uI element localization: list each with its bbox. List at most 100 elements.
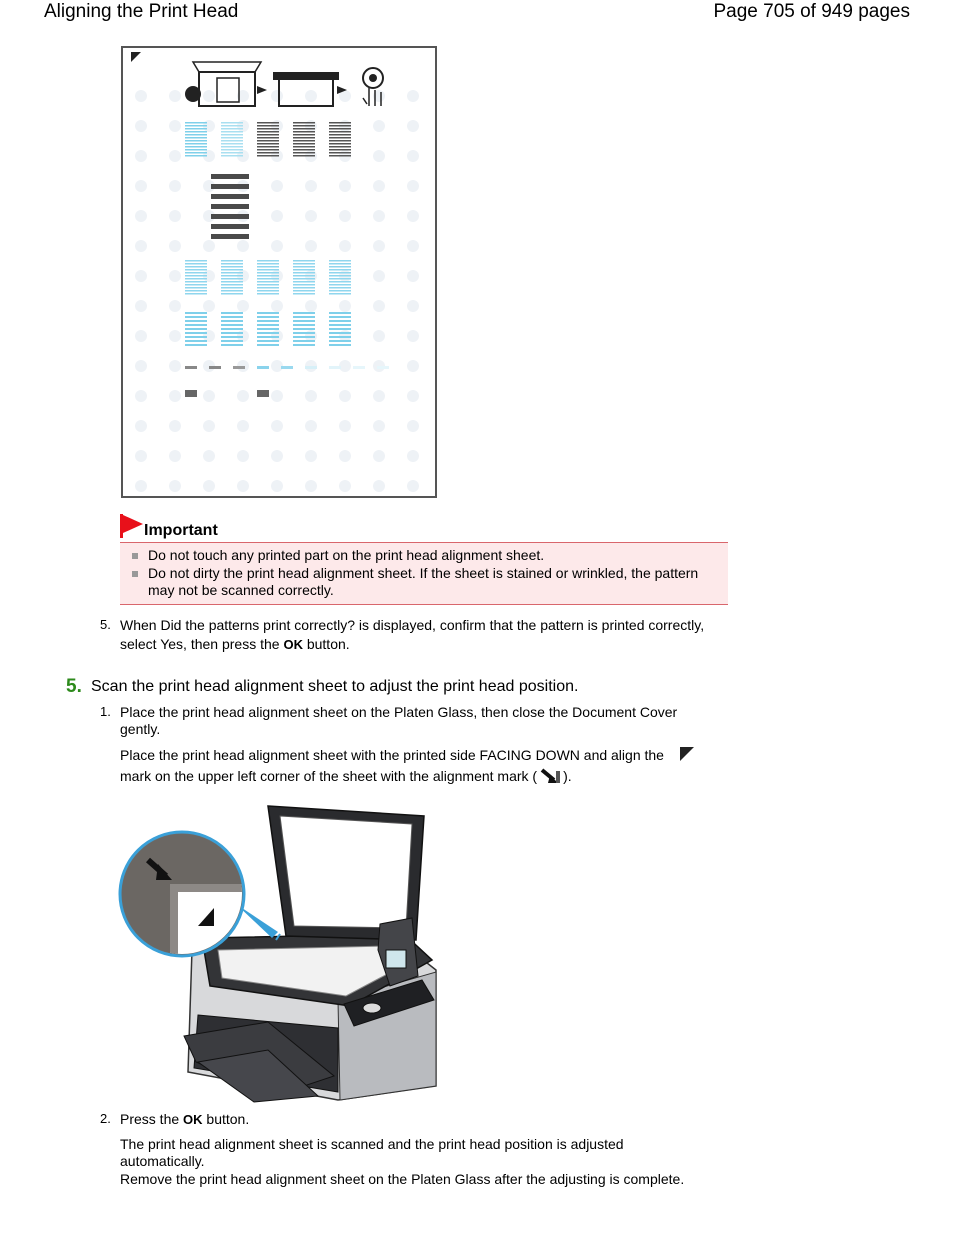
pattern-block [293,287,315,289]
pattern-block [185,131,207,133]
pattern-block [257,272,279,274]
faint-dot [373,300,385,312]
pattern-block [221,312,243,314]
pattern-block [329,312,351,314]
pattern-block [185,128,207,130]
pattern-block [353,366,365,369]
faint-dot [407,270,419,282]
faint-dot [271,450,283,462]
faint-dot [271,300,283,312]
faint-dot [407,330,419,342]
pattern-block [185,332,207,334]
paragraph: Place the print head alignment sheet wit… [120,747,664,763]
pattern-block [329,266,351,268]
pattern-block [185,344,207,346]
pattern-block [293,281,315,283]
pattern-block [185,122,207,124]
faint-dot [135,120,147,132]
faint-dot [339,240,351,252]
paragraph: automatically. [120,1153,205,1169]
paragraph: mark on the upper left corner of the she… [120,767,572,785]
faint-dot [305,480,317,492]
pattern-block [257,149,279,151]
pattern-block [185,140,207,142]
faint-dot [373,210,385,222]
pattern-block [293,137,315,139]
pattern-block [185,287,207,289]
pattern-block [329,340,351,342]
faint-dot [271,480,283,492]
pattern-block [293,293,315,295]
faint-dot [203,420,215,432]
faint-dot [169,360,181,372]
faint-dot [407,420,419,432]
pattern-block [293,134,315,136]
pattern-block [221,155,243,157]
faint-dot [339,300,351,312]
pattern-block [211,204,249,209]
pattern-block [293,312,315,314]
faint-dot [135,450,147,462]
important-item: Do not touch any printed part on the pri… [148,547,545,563]
pattern-block [221,131,243,133]
pattern-block [293,143,315,145]
pattern-block [185,269,207,271]
pattern-block [329,155,351,157]
pattern-block [185,278,207,280]
faint-dot [339,180,351,192]
pattern-block [293,269,315,271]
faint-dot [271,360,283,372]
pattern-block [329,122,351,124]
faint-dot [407,240,419,252]
faint-dot [169,450,181,462]
pattern-block [293,266,315,268]
pattern-block [329,324,351,326]
pattern-block [293,152,315,154]
faint-dot [135,90,147,102]
list-item-text: select Yes, then press the OK button. [120,636,350,652]
pattern-block [257,269,279,271]
faint-dot [339,210,351,222]
pattern-block [257,366,269,369]
pattern-block [293,260,315,262]
faint-dot [135,240,147,252]
faint-dot [169,180,181,192]
faint-dot [203,450,215,462]
faint-dot [373,180,385,192]
pattern-block [257,140,279,142]
pattern-block [329,366,341,369]
pattern-block [211,184,249,189]
pattern-block [221,281,243,283]
pattern-block [221,320,243,322]
faint-dot [203,300,215,312]
faint-dot [373,420,385,432]
pattern-block [329,278,351,280]
pattern-block [257,122,279,124]
faint-dot [237,300,249,312]
step-number: 5. [66,676,82,697]
pattern-block [209,366,221,369]
pattern-block [185,324,207,326]
pattern-block [257,266,279,268]
pattern-block [221,324,243,326]
faint-dot [203,90,215,102]
list-item-text: When Did the patterns print correctly? i… [120,617,705,633]
faint-dot [169,120,181,132]
faint-dot [407,390,419,402]
pattern-block [329,320,351,322]
step-heading: Scan the print head alignment sheet to a… [91,678,579,695]
scan-instruction-icon [185,61,384,107]
faint-dot [373,480,385,492]
pattern-block [329,293,351,295]
faint-dot [373,240,385,252]
list-item-text: Place the print head alignment sheet on … [120,704,678,720]
pattern-block [211,214,249,219]
pattern-block [185,272,207,274]
corner-mark-icon [131,52,141,62]
pattern-block [257,125,279,127]
pattern-block [293,125,315,127]
pattern-block [257,293,279,295]
pattern-block [221,122,243,124]
pattern-block [185,336,207,338]
faint-dot [305,90,317,102]
